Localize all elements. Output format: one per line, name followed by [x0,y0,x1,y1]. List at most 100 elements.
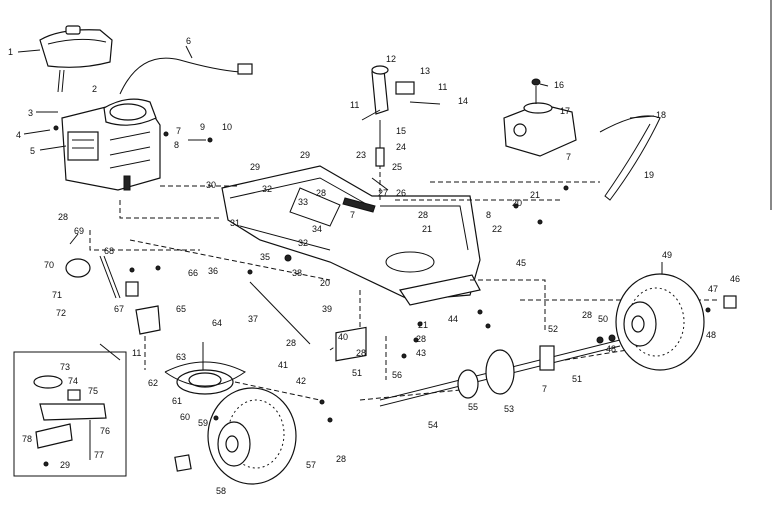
callout-9: 9 [200,122,205,132]
callout-1: 1 [8,47,13,57]
callout-22: 22 [492,224,502,234]
callout-6: 6 [186,36,191,46]
callout-37: 37 [248,314,258,324]
callout-8: 8 [174,140,179,150]
callout-29c: 29 [60,460,70,470]
callout-57: 57 [306,460,316,470]
throttle-cable [249,281,311,345]
callout-7c: 7 [350,210,355,220]
leader-lines [17,45,663,361]
callout-51a: 51 [352,368,362,378]
callout-21c: 21 [418,320,428,330]
drive-belt [599,115,661,201]
callout-69: 69 [74,226,84,236]
callout-56: 56 [392,370,402,380]
callout-2: 2 [92,84,97,94]
callout-61: 61 [172,396,182,406]
callout-70: 70 [44,260,54,270]
callout-34: 34 [312,224,322,234]
callout-8b: 8 [486,210,491,220]
callout-15: 15 [396,126,406,136]
callout-7a: 7 [176,126,181,136]
callout-11a: 11 [350,100,359,110]
callout-52: 52 [548,324,558,334]
callout-55: 55 [468,402,478,412]
callout-64: 64 [212,318,222,328]
callout-29b: 29 [300,150,310,160]
callout-3: 3 [28,108,33,118]
callout-21a: 21 [530,190,540,200]
pulley-assembly [164,342,246,395]
callout-47: 47 [708,284,718,294]
callout-28g: 28 [58,212,68,222]
callout-17: 17 [560,106,570,116]
callout-28f: 28 [416,334,426,344]
callout-71: 71 [52,290,62,300]
callout-5: 5 [30,146,35,156]
callout-77: 77 [94,450,104,460]
callout-28b: 28 [286,338,296,348]
callout-29a: 29 [250,162,260,172]
callout-32b: 32 [298,238,308,248]
wire-connector [237,63,253,75]
callout-58: 58 [216,486,226,496]
callout-41: 41 [278,360,288,370]
callout-38: 38 [292,268,302,278]
callout-48b: 48 [606,344,616,354]
callout-72: 72 [56,308,66,318]
callout-11c: 11 [132,348,141,358]
callout-48a: 48 [706,330,716,340]
callout-46: 46 [730,274,740,284]
callout-67: 67 [114,304,124,314]
callout-50: 50 [598,314,608,324]
callout-13: 13 [420,66,430,76]
callout-35: 35 [260,252,270,262]
callout-60: 60 [180,412,190,422]
callout-42: 42 [296,376,306,386]
callout-32a: 32 [262,184,272,194]
callout-11b: 11 [438,82,447,92]
clutch-pedal-assembly [65,255,161,335]
callout-25: 25 [392,162,402,172]
callout-40: 40 [338,332,348,342]
callout-10: 10 [222,122,232,132]
engine [61,98,161,191]
callout-63: 63 [176,352,186,362]
callout-62: 62 [148,378,158,388]
callout-65: 65 [176,304,186,314]
inset-detail [13,351,127,477]
callout-49: 49 [662,250,672,260]
wire-harness [119,57,241,95]
callout-24: 24 [396,142,406,152]
callout-28d: 28 [336,454,346,464]
callout-76: 76 [100,426,110,436]
callout-28h: 28 [316,188,326,198]
rear-left-tire [174,387,297,485]
callout-27: 27 [378,188,388,198]
callout-14: 14 [458,96,468,106]
callout-44: 44 [448,314,458,324]
callout-21b: 21 [422,224,432,234]
callout-30: 30 [206,180,216,190]
callout-66: 66 [188,268,198,278]
callout-4: 4 [16,130,21,140]
callout-51b: 51 [572,374,582,384]
hardware-fasteners [43,125,711,467]
callout-78: 78 [22,434,32,444]
callout-75: 75 [88,386,98,396]
callout-68: 68 [104,246,114,256]
callout-28c: 28 [356,348,366,358]
callout-39: 39 [322,304,332,314]
callout-18: 18 [656,110,666,120]
callout-74: 74 [68,376,78,386]
steering-assembly [342,65,415,213]
callout-labels: 1 2 3 4 5 6 7 8 9 10 11 11 11 12 13 14 1… [8,36,740,496]
mower-frame [221,165,481,306]
rear-right-tire [615,273,737,371]
callout-73: 73 [60,362,70,372]
callout-26: 26 [396,188,406,198]
callout-54: 54 [428,420,438,430]
callout-7b: 7 [566,152,571,162]
callout-19: 19 [644,170,654,180]
